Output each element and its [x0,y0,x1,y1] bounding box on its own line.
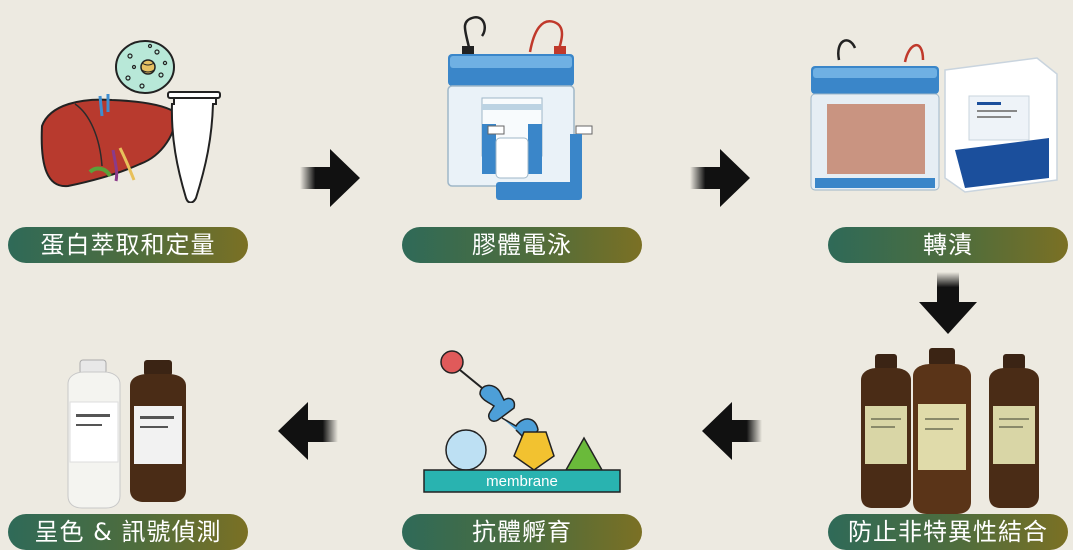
antibody-membrane-illustration: membrane [420,346,625,494]
amber-bottles-illustration [855,346,1065,514]
arrow-right-icon [300,149,360,211]
electrophoresis-tank-illustration [430,12,610,207]
arrow-left-icon [278,402,338,464]
step-label-protein-extraction: 蛋白萃取和定量 [8,227,248,263]
detection-bottles-illustration [60,356,195,511]
liver-cell-tube-illustration [30,38,230,204]
step-label-antibody-incubation: 抗體孵育 [402,514,642,550]
arrow-right-icon [690,149,750,211]
step-label-transfer: 轉漬 [828,227,1068,263]
transfer-tank-box-illustration [805,30,1065,200]
step-label-blocking: 防止非特異性結合 [828,514,1068,550]
arrow-down-icon [919,272,977,338]
step-label-detection: 呈色 & 訊號偵測 [8,514,248,550]
membrane-label: membrane [486,473,558,490]
arrow-left-icon [702,402,762,464]
step-label-gel-electrophoresis: 膠體電泳 [402,227,642,263]
